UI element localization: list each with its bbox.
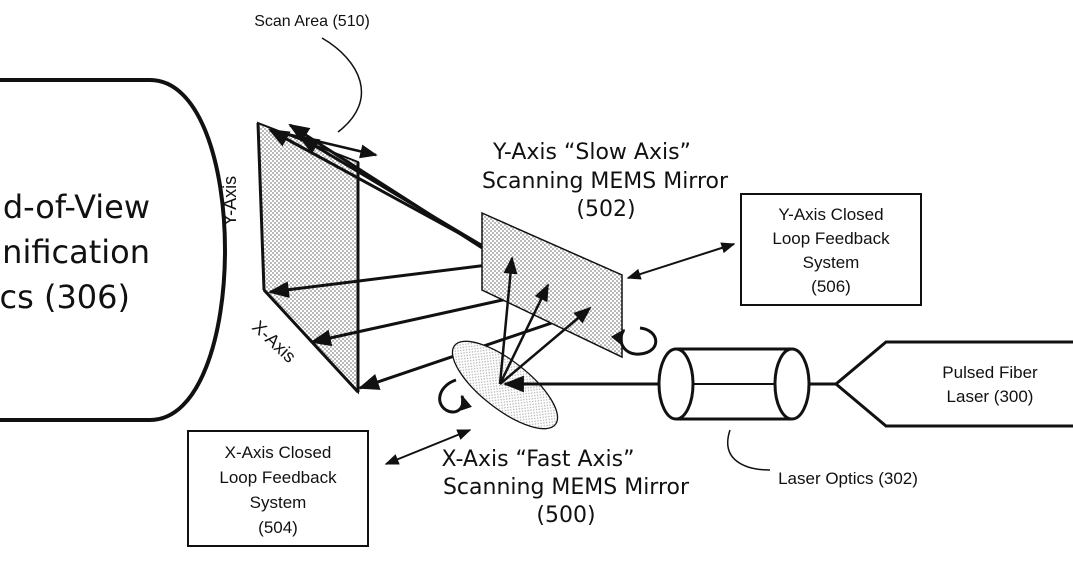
x-feedback-system: X-Axis Closed Loop Feedback System (504) (187, 429, 472, 547)
fast-mirror-label-line3: (500) (536, 503, 595, 528)
fov-optics: d-of-View gnification tics (306) (0, 78, 227, 422)
laser-optics-leader (727, 429, 771, 471)
laser-label-line2: Laser (300) (947, 387, 1034, 406)
scan-area-leader (321, 37, 363, 133)
slow-mirror-plate (481, 211, 623, 359)
y-feedback-label-line1: Y-Axis Closed (778, 205, 883, 224)
y-feedback-box (740, 193, 922, 306)
fov-label-line1: d-of-View (3, 188, 150, 226)
y-axis-label: Y-Axis (220, 176, 240, 226)
x-feedback-label-line1: X-Axis Closed (225, 443, 332, 462)
x-axis-label: X-Axis (248, 317, 300, 367)
y-feedback-label-line3: System (803, 253, 860, 272)
fov-label-line2: gnification (0, 233, 150, 271)
fast-mirror-label-line1: X-Axis “Fast Axis” (441, 447, 634, 472)
laser-optics-cap-left (657, 347, 695, 421)
x-feedback-label-line4: (504) (258, 518, 298, 537)
slow-mirror-rotation-icon (610, 326, 658, 356)
x-feedback-link (384, 429, 472, 465)
laser-optics: Laser Optics (302) (657, 347, 918, 488)
y-feedback-system: Y-Axis Closed Loop Feedback System (506) (626, 193, 922, 306)
scan-area-label: Scan Area (510) (254, 13, 370, 30)
fov-optics-outline (0, 78, 227, 422)
x-feedback-label-line2: Loop Feedback (219, 468, 337, 487)
fast-mirror-label: X-Axis “Fast Axis” Scanning MEMS Mirror … (441, 447, 690, 528)
pulsed-fiber-laser: Pulsed Fiber Laser (300) (833, 340, 1073, 428)
x-feedback-label-line3: System (250, 493, 307, 512)
y-feedback-label-line4: (506) (811, 277, 851, 296)
laser-optics-label: Laser Optics (302) (778, 469, 918, 488)
slow-mirror-label-line1: Y-Axis “Slow Axis” (492, 140, 691, 165)
fast-mirror-label-line2: Scanning MEMS Mirror (443, 475, 690, 500)
laser-optics-cap-right (773, 347, 811, 421)
slow-mirror-label-line3: (502) (576, 197, 635, 222)
x-feedback-box (187, 430, 369, 547)
slow-mirror-label-line2: Scanning MEMS Mirror (482, 169, 729, 194)
y-feedback-label-line2: Loop Feedback (772, 229, 890, 248)
laser-label-line1: Pulsed Fiber (942, 363, 1038, 382)
fast-mirror-rotation-icon (438, 378, 472, 414)
fov-label-line3: tics (306) (0, 278, 130, 316)
fast-axis-mirror (438, 256, 660, 430)
laser-housing (833, 340, 1073, 428)
y-feedback-link (626, 242, 736, 280)
slow-axis-mirror: Y-Axis “Slow Axis” Scanning MEMS Mirror … (481, 140, 729, 359)
